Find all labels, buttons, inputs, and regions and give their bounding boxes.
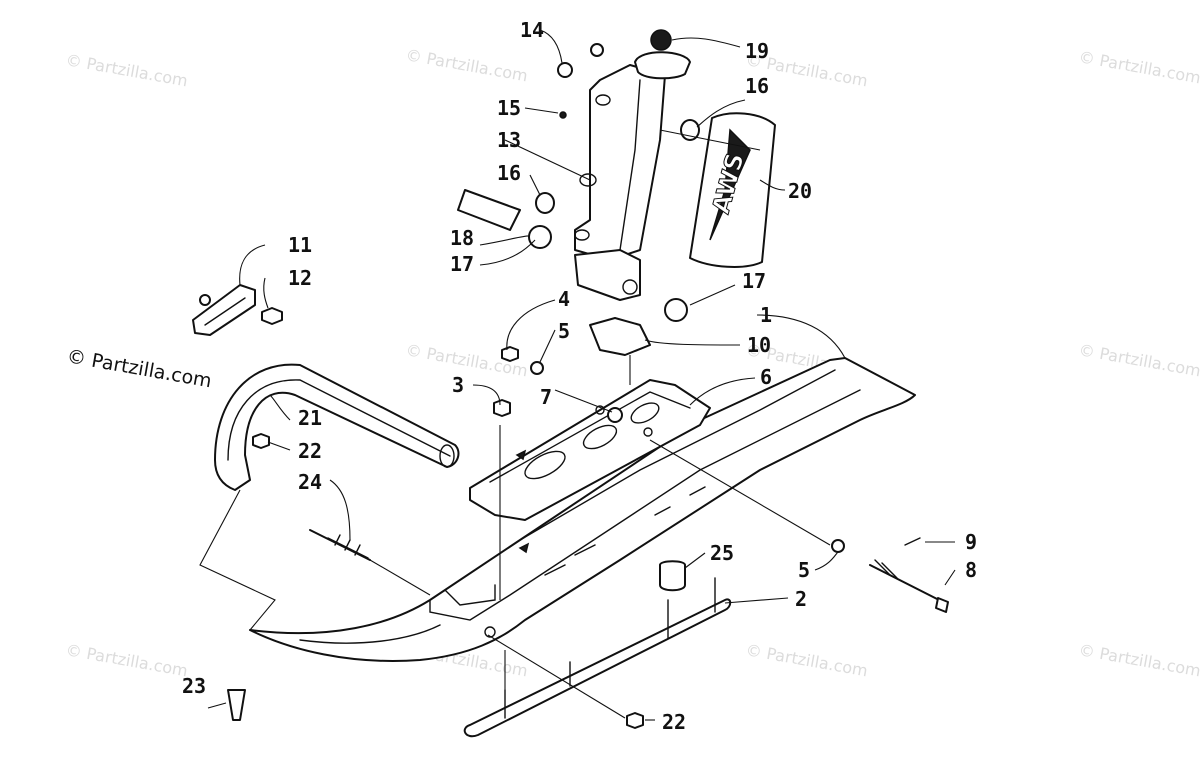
washer-14: [590, 43, 604, 57]
callout-10: 10: [747, 333, 771, 357]
ski-saddle: [469, 379, 711, 554]
watermark: © Partzilla.com: [1077, 340, 1200, 380]
small-parts: [227, 43, 949, 729]
bushing-17-right: [664, 298, 688, 322]
callout-20: 20: [788, 179, 812, 203]
callout-4: 4: [558, 287, 570, 311]
watermark: © Partzilla.com: [1077, 640, 1200, 680]
bushing-17-left: [528, 225, 552, 249]
spindle-cap: [634, 29, 691, 80]
nut-14: [557, 62, 573, 78]
bolt-23: [227, 689, 246, 721]
callout-11: 11: [288, 233, 312, 257]
decal: AWS: [689, 112, 776, 268]
wear-rod: [463, 577, 732, 738]
callout-16: 16: [497, 161, 521, 185]
callout-5-right: 5: [798, 558, 810, 582]
callout-12: 12: [288, 266, 312, 290]
callout-9: 9: [965, 530, 977, 554]
callout-13: 13: [497, 128, 521, 152]
damper-10: [589, 317, 651, 356]
bushing-16: [535, 192, 555, 214]
callout-16-top: 16: [745, 74, 769, 98]
callout-21: 21: [298, 406, 322, 430]
nut-3: [493, 399, 511, 417]
callout-7: 7: [540, 385, 552, 409]
bolt-8: [869, 564, 946, 604]
callouts: 1 2 3 4 5 5 6 7 9 8 10 11 12 13 14 15 16…: [182, 18, 977, 734]
watermark: © Partzilla.com: [1077, 47, 1200, 87]
watermark: © Partzilla.com: [64, 50, 189, 90]
callout-8: 8: [965, 558, 977, 582]
nut-22: [252, 433, 270, 449]
washer-5-right: [831, 539, 845, 553]
callout-5: 5: [558, 319, 570, 343]
ski-loop: [214, 363, 460, 491]
bracket: [192, 284, 283, 336]
callout-3: 3: [452, 373, 464, 397]
callout-17-right: 17: [742, 269, 766, 293]
spacer-25: [659, 560, 686, 592]
callout-14: 14: [520, 18, 544, 42]
callout-22-bottom: 22: [662, 710, 686, 734]
callout-18: 18: [450, 226, 474, 250]
watermark: © Partzilla.com: [64, 640, 189, 680]
callout-25: 25: [710, 541, 734, 565]
watermark: © Partzilla.com: [744, 640, 869, 680]
leader-lines: [199, 29, 956, 721]
callout-24: 24: [298, 470, 322, 494]
callout-17-left: 17: [450, 252, 474, 276]
washer-5: [530, 361, 544, 375]
callout-1: 1: [760, 303, 772, 327]
callout-19: 19: [745, 39, 769, 63]
spindle: [574, 64, 666, 301]
grease-fitting-15: [559, 111, 567, 119]
shaft-18: [457, 189, 521, 231]
callout-23: 23: [182, 674, 206, 698]
bolt-24: [309, 529, 371, 561]
callout-6: 6: [760, 365, 772, 389]
washer-7: [607, 407, 623, 423]
nut-22-bottom: [626, 712, 644, 729]
callout-22: 22: [298, 439, 322, 463]
watermark: © Partzilla.com: [404, 45, 529, 85]
ski: [249, 357, 916, 662]
cotter-pin-9: [904, 537, 921, 546]
watermark-main: © Partzilla.com: [65, 345, 213, 392]
callout-15: 15: [497, 96, 521, 120]
callout-2: 2: [795, 587, 807, 611]
nut-4: [501, 346, 519, 362]
